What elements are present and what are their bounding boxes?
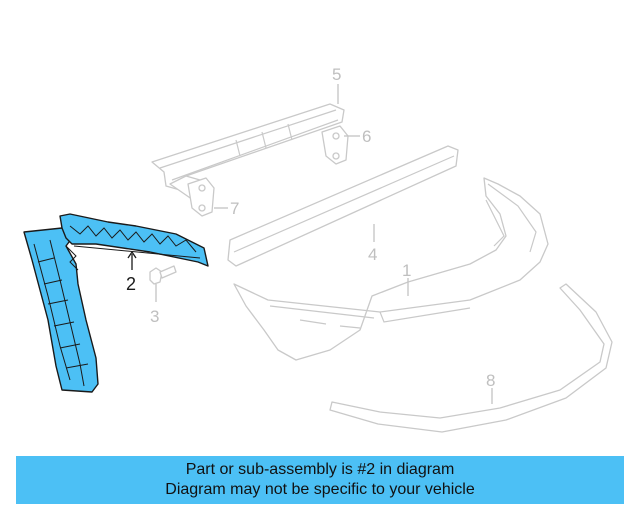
- part-8-molding-strip: [329, 283, 613, 433]
- callout-4: 4: [368, 245, 377, 264]
- callout-6: 6: [362, 127, 371, 146]
- part-3-bolt: [149, 265, 177, 285]
- part-7-bracket: [187, 177, 215, 217]
- callout-7: 7: [230, 199, 239, 218]
- part-4-energy-absorber: [227, 145, 459, 267]
- callout-8: 8: [486, 371, 495, 390]
- banner-line-2: Diagram may not be specific to your vehi…: [165, 481, 475, 498]
- part-1-bumper-cover: [233, 177, 549, 361]
- callout-2: 2: [126, 274, 136, 294]
- callout-3: 3: [150, 307, 159, 326]
- info-banner: Part or sub-assembly is #2 in diagram Di…: [16, 456, 624, 504]
- part-6-bracket: [321, 125, 349, 165]
- banner-line-1: Part or sub-assembly is #2 in diagram: [185, 461, 455, 478]
- leader-lines: [127, 84, 493, 404]
- part-5-reinforcement-beam: [151, 103, 345, 203]
- part-2-support-bracket[interactable]: [23, 213, 209, 393]
- callout-5: 5: [332, 65, 341, 84]
- callout-1: 1: [402, 261, 411, 280]
